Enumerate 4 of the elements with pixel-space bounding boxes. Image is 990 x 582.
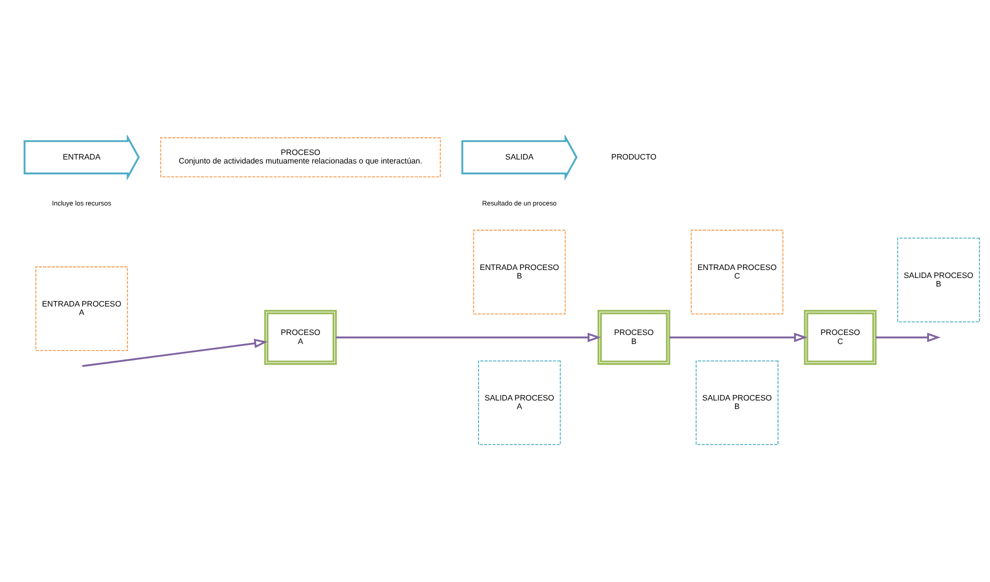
arrow xyxy=(336,332,602,342)
arrow xyxy=(82,338,268,367)
arrow xyxy=(876,332,941,342)
arrow xyxy=(670,332,808,342)
